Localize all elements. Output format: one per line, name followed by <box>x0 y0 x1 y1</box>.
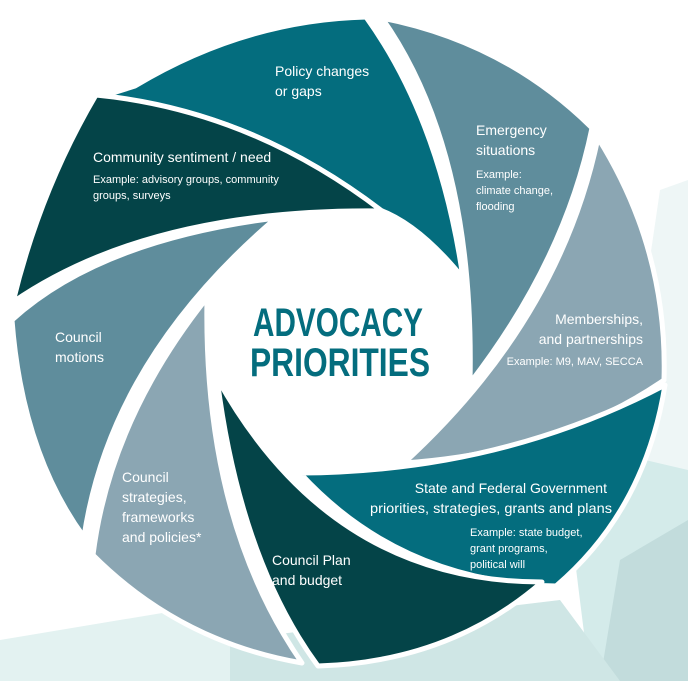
state-title: priorities, strategies, grants and plans <box>370 500 612 516</box>
strategies-title: frameworks <box>122 509 194 525</box>
emergency-title: Emergency <box>476 122 547 138</box>
emergency-example: flooding <box>476 201 515 213</box>
policy-title: Policy changes <box>275 63 369 79</box>
strategies-title: and policies* <box>122 529 202 545</box>
center-title-line-1: ADVOCACY <box>253 301 423 345</box>
state-example: Example: state budget, <box>470 527 583 539</box>
strategies-title: strategies, <box>122 489 187 505</box>
segment-strategies <box>90 295 305 666</box>
motions-title: motions <box>55 349 104 365</box>
community-title: Community sentiment / need <box>93 149 271 165</box>
memberships-title: and partnerships <box>539 331 643 347</box>
strategies-title: Council <box>122 469 169 485</box>
memberships-title: Memberships, <box>555 311 643 327</box>
emergency-example: climate change, <box>476 185 553 197</box>
emergency-title: situations <box>476 142 535 158</box>
motions-title: Council <box>55 329 102 345</box>
state-title: State and Federal Government <box>415 480 607 496</box>
state-example: political will <box>470 559 525 571</box>
memberships-example: Example: M9, MAV, SECCA <box>507 356 644 368</box>
council-plan-title: Council Plan <box>272 552 351 568</box>
policy-title: or gaps <box>275 83 322 99</box>
emergency-example: Example: <box>476 169 522 181</box>
segment-emergency <box>379 15 595 386</box>
community-example: groups, surveys <box>93 190 171 202</box>
segment-motions <box>9 215 279 540</box>
segment-state <box>297 382 668 589</box>
community-example: Example: advisory groups, community <box>93 174 279 186</box>
state-example: grant programs, <box>470 543 548 555</box>
segment-council-plan <box>214 375 545 669</box>
segment-community <box>10 92 385 305</box>
council-plan-title: and budget <box>272 572 342 588</box>
center-title-line-2: PRIORITIES <box>250 341 430 385</box>
